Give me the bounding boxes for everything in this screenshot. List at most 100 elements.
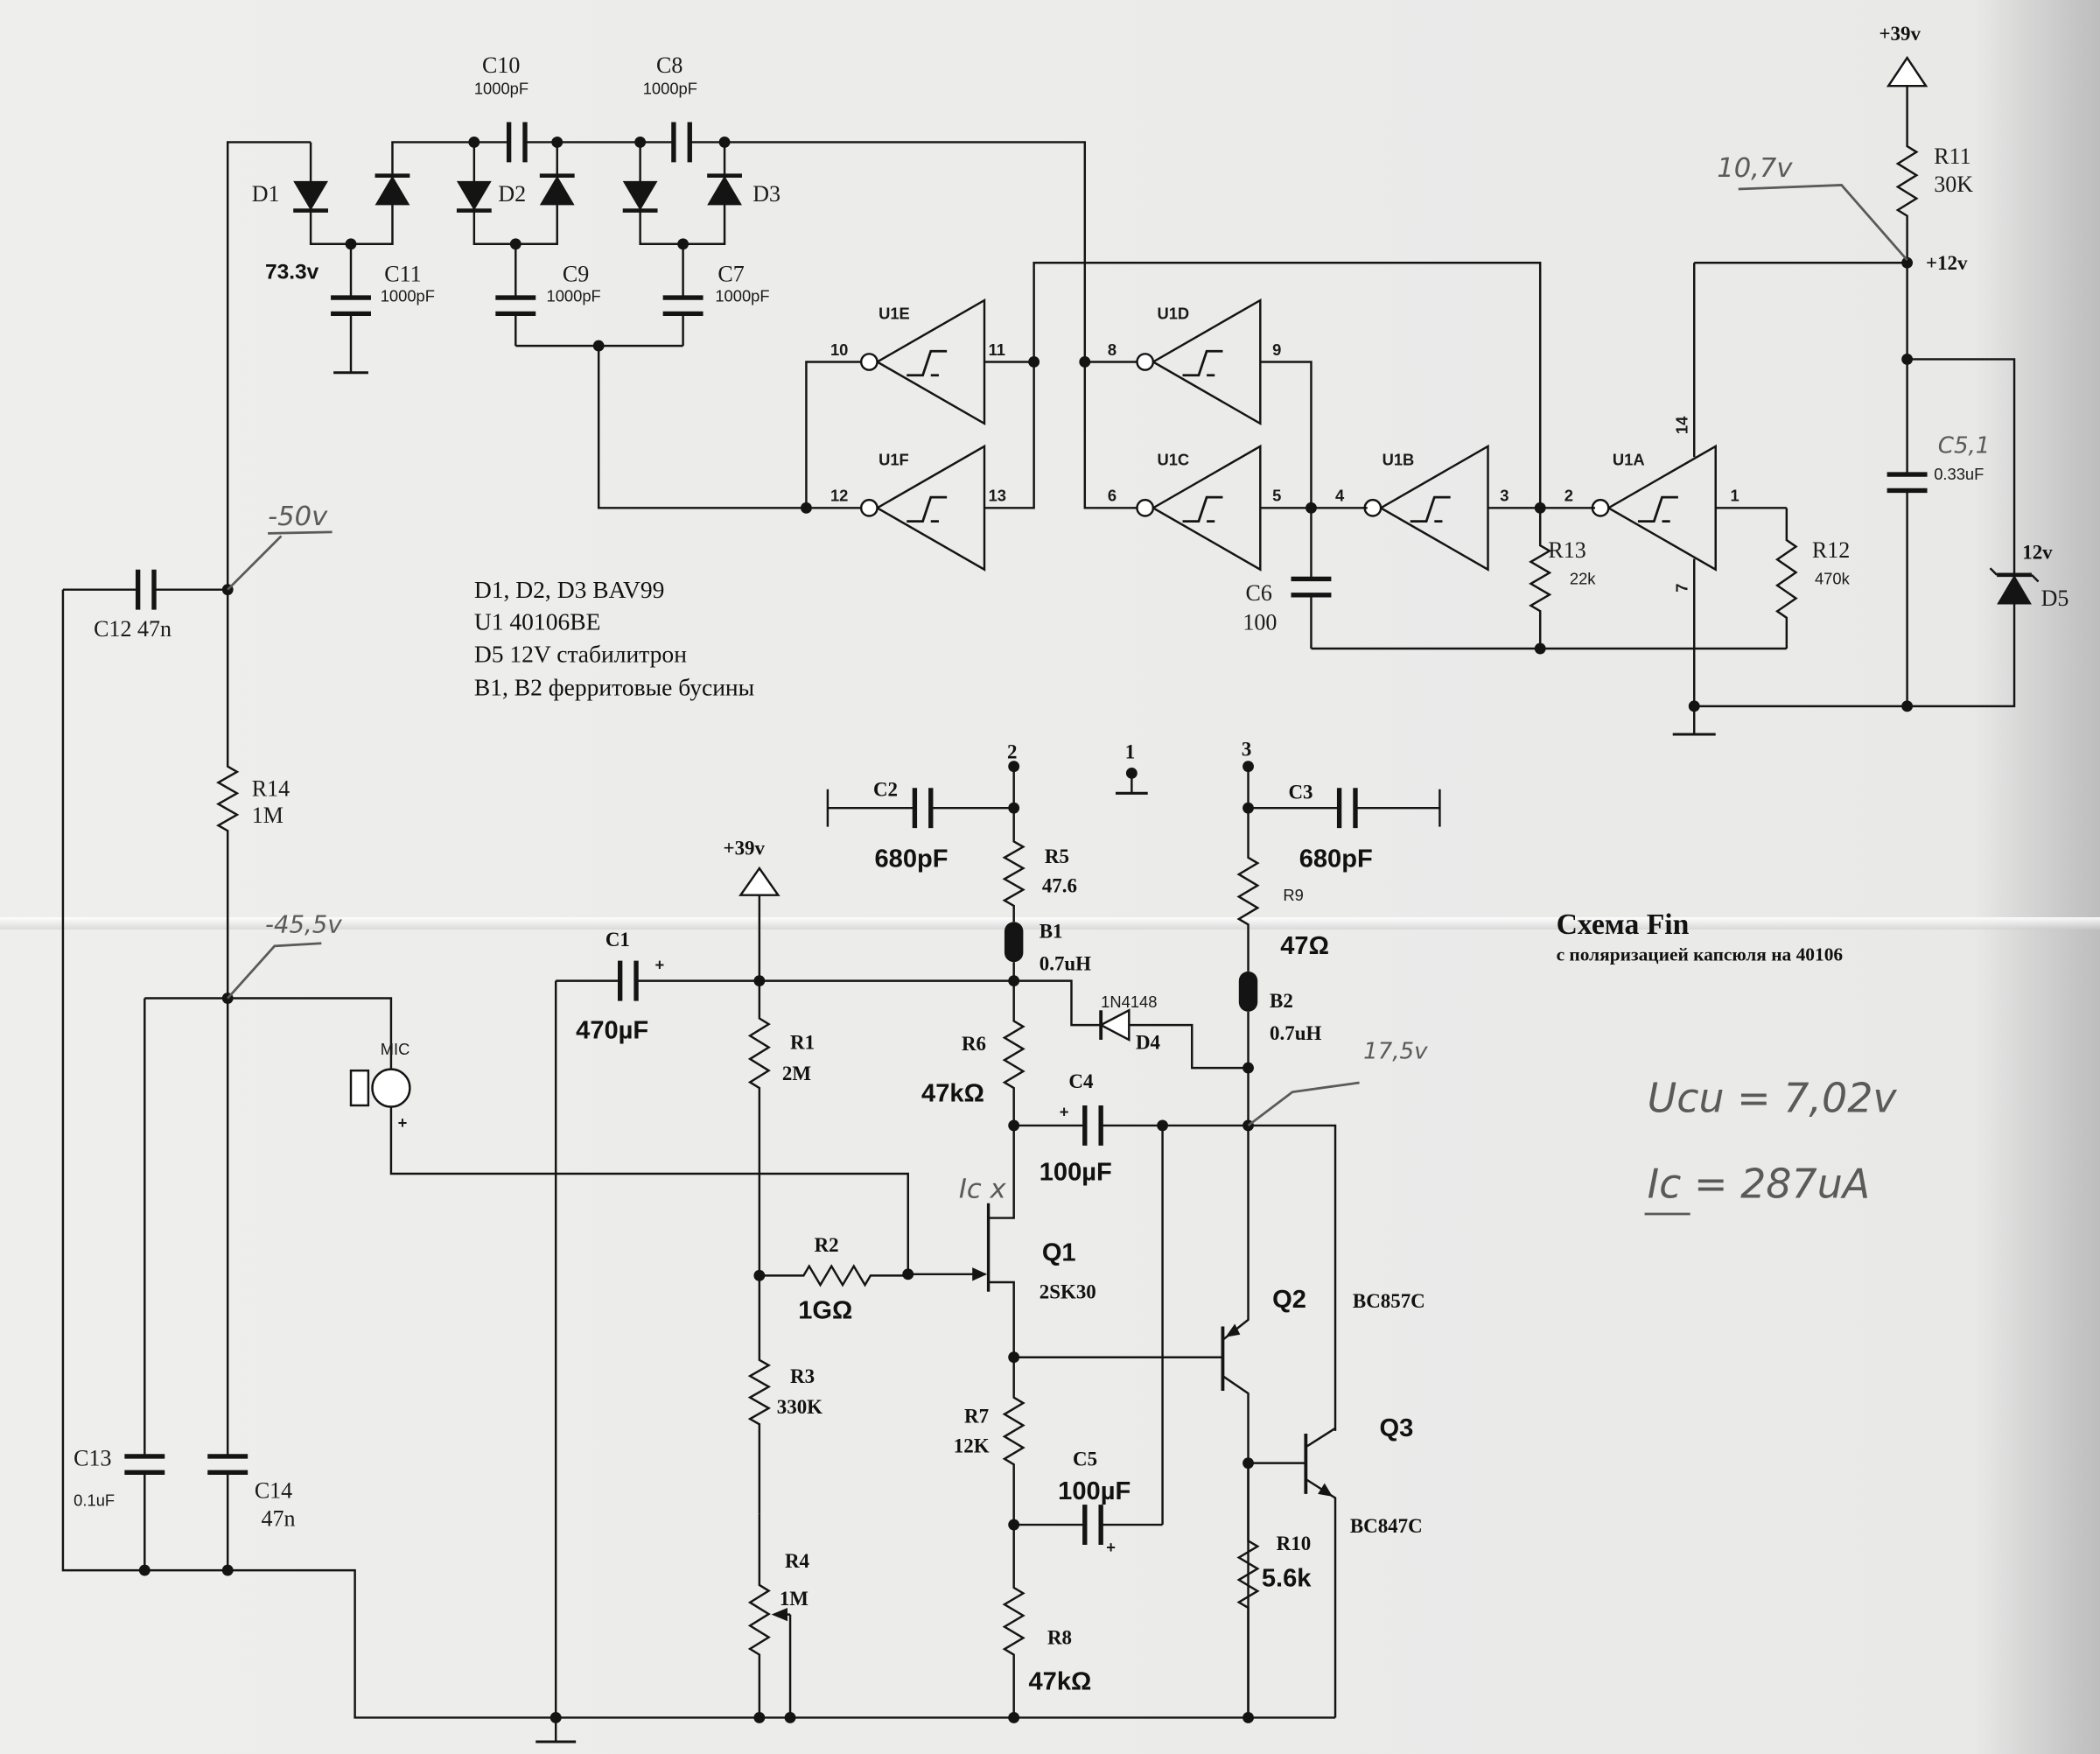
pin-13: 13 [989,487,1006,505]
mic-plus: + [398,1113,408,1132]
c4-value: 100µF [1040,1159,1112,1187]
c5-plus: + [1106,1538,1116,1556]
r5-resistor [1002,808,1026,923]
r2-value: 1GΩ [798,1296,852,1324]
microphone-icon [371,1068,411,1108]
r12-resistor [1774,508,1798,649]
handwritten-ucu: Uсu = 7,02v [1648,1075,1898,1122]
vplus39-arrow-icon [738,866,780,896]
q3-emitter-arrow-icon [1318,1483,1333,1497]
r11-resistor [1895,86,1919,263]
u1e-out-wire [805,361,862,509]
d1b-diode-icon [374,175,410,206]
note-line-3: D5 12V стабилитрон [474,640,687,667]
b2-ferrite-bead [1238,971,1258,1012]
r6-name: R6 [962,1033,986,1055]
r1-resistor [747,980,771,1276]
junction-dot [677,238,690,250]
r4-name: R4 [785,1550,810,1572]
r3-name: R3 [790,1365,815,1387]
q3-collector [1305,1427,1336,1449]
q2-emitter [1222,1011,1250,1341]
junction-dot [509,238,522,250]
pin-7: 7 [1673,584,1691,593]
pin-10: 10 [830,340,848,359]
u1d-label: U1D [1157,305,1189,323]
vplus39-mid-label: +39v [724,838,766,859]
u1b-label: U1B [1382,450,1415,468]
r9-value: 47Ω [1280,932,1329,960]
junction-dot [1079,356,1091,368]
u1e-label: U1E [878,305,910,323]
pin-12: 12 [830,487,848,505]
c4-name: C4 [1068,1070,1094,1092]
pin-9: 9 [1272,340,1281,359]
d3b-diode-icon [707,175,742,206]
c13-value: 0.1uF [74,1491,115,1510]
b1-ferrite-bead [1004,922,1024,963]
d4-wire [1129,1023,1249,1070]
vplus39-arrow-icon [1886,55,1928,88]
pin-8: 8 [1108,340,1116,359]
b2-value: 0.7uH [1270,1022,1321,1044]
q3-emitter [1305,1477,1337,1718]
r10-resistor [1236,1463,1260,1718]
r2-resistor [759,1264,908,1287]
r6-resistor [1002,980,1026,1126]
pin-4: 4 [1335,487,1345,505]
connector-3-label: 3 [1242,738,1251,760]
junction-dot [1534,642,1546,655]
c14-value: 47n [261,1506,295,1532]
r4-potentiometer [747,1513,771,1718]
u1e-inverter-bubble [859,353,878,371]
u1d-in-wire [1260,361,1312,509]
d4-name: D4 [1136,1032,1161,1054]
schmitt-hysteresis-icon [1410,495,1451,523]
mic-signal-wire [389,1106,909,1274]
d2-diode-icon [456,180,492,211]
r9-resistor [1236,808,1260,972]
circuit-wiring [61,55,2040,1743]
voltage-73v: 73.3v [265,261,319,284]
r13-value: 22k [1570,570,1596,588]
q1-part: 2SK30 [1040,1280,1096,1302]
microphone-icon [349,1069,370,1107]
annotation-leader [1738,184,1908,262]
zener-voltage: 12v [2022,541,2053,563]
c3-value: 680pF [1299,845,1373,873]
pin-14: 14 [1673,416,1691,434]
q1-source [988,1280,1015,1358]
c1-plus: + [654,955,664,973]
r3-resistor [747,1275,772,1514]
r11-name: R11 [1934,144,1970,169]
r1-value: 2M [782,1063,811,1084]
q3-part: BC847C [1350,1515,1423,1537]
d2b-diode-icon [539,175,575,206]
annotation-leader [227,942,322,1000]
connector-1-label: 1 [1125,741,1135,763]
c1-name: C1 [606,929,630,951]
junction-dot [468,137,480,148]
junction-dot [1242,1712,1254,1723]
q2-collector [1222,1375,1250,1718]
junction-dot [1306,502,1317,514]
c7-value: 1000pF [715,287,769,305]
annotation-leader [227,535,283,591]
q1-gate-arrow-icon [972,1267,988,1281]
c4-plus: + [1060,1103,1069,1121]
handwritten-minus-45-5v: -45,5v [265,911,342,939]
junction-dot [550,1712,562,1723]
junction-dot [634,137,647,148]
r7-resistor [1002,1357,1026,1526]
r14-resistor [216,589,240,999]
r4-value: 1M [780,1588,808,1610]
c13-name: C13 [74,1446,111,1471]
schmitt-hysteresis-icon [1637,495,1678,523]
b2-name: B2 [1270,990,1293,1012]
zener-wire [1694,358,2016,708]
handwritten-17-5v: 17,5v [1363,1038,1428,1064]
r9-name: R9 [1283,886,1303,904]
r7-value: 12K [954,1435,990,1456]
c6-name: C6 [1245,580,1271,606]
d1-diode-icon [293,180,328,211]
